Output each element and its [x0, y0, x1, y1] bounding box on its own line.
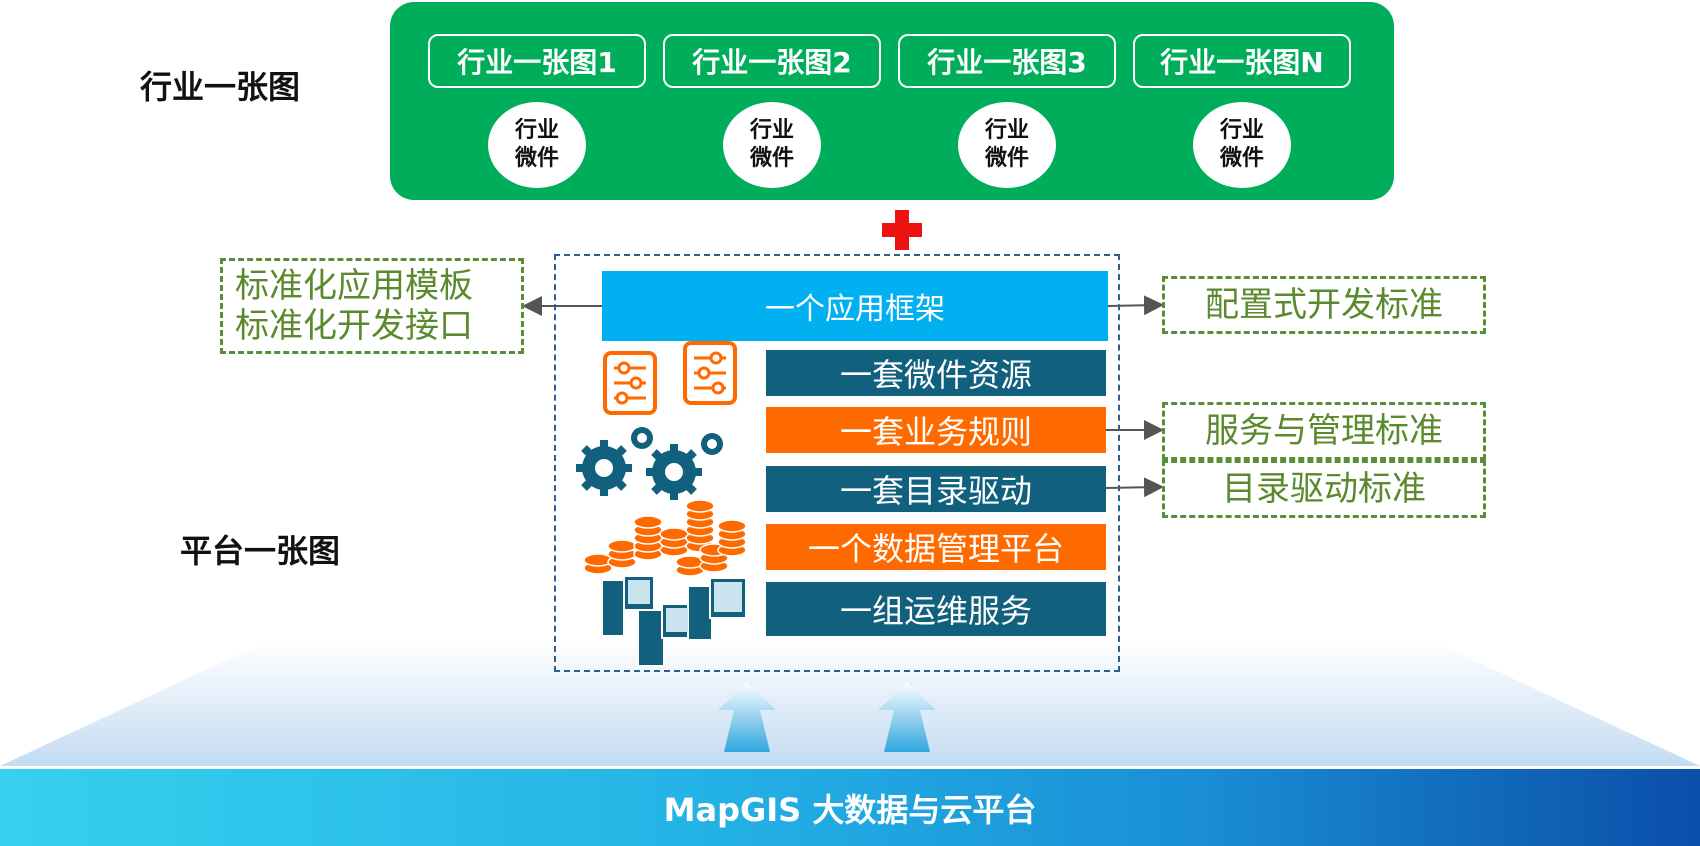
- industry-map-card-1: 行业一张图1: [428, 34, 646, 88]
- service-standard-text: 服务与管理标准: [1205, 411, 1443, 451]
- catalog-driver-text: 一套目录驱动: [839, 472, 1032, 510]
- industry-maps-panel: 行业一张图1 行业一张图2 行业一张图3 行业一张图N 行业 微件 行业 微件 …: [390, 2, 1394, 200]
- catalog-standard-text: 目录驱动标准: [1222, 469, 1426, 509]
- platform-map-label: 平台一张图: [180, 532, 341, 570]
- ops-services-bar: 一组运维服务: [766, 582, 1106, 636]
- platform-frame: [554, 254, 1120, 672]
- business-rules-bar: 一套业务规则: [766, 407, 1106, 453]
- data-platform-bar: 一个数据管理平台: [766, 524, 1106, 570]
- mapgis-cloud-platform-bar: MapGIS 大数据与云平台: [0, 766, 1700, 846]
- widget-resources-bar: 一套微件资源: [766, 350, 1106, 396]
- industry-widget-line1: 行业: [1219, 118, 1264, 143]
- coin-stack-icon: [584, 500, 747, 576]
- catalog-driver-bar: 一套目录驱动: [766, 466, 1106, 512]
- platform-base-glow: [0, 640, 1700, 766]
- industry-map-card-n: 行业一张图N: [1133, 34, 1351, 88]
- industry-widget-line1: 行业: [749, 118, 794, 143]
- config-standard-text: 配置式开发标准: [1205, 285, 1443, 325]
- industry-widget-3: 行业 微件: [958, 102, 1056, 188]
- industry-widget-line2: 微件: [1219, 146, 1264, 171]
- industry-map-label: 行业一张图: [140, 68, 301, 106]
- catalog-standard-box: 目录驱动标准: [1162, 460, 1486, 518]
- industry-widget-line2: 微件: [749, 146, 794, 171]
- industry-map-card-3: 行业一张图3: [898, 34, 1116, 88]
- service-standard-box: 服务与管理标准: [1162, 402, 1486, 460]
- widget-resources-text: 一套微件资源: [839, 356, 1032, 394]
- config-standard-box: 配置式开发标准: [1162, 276, 1486, 334]
- standard-template-text: 标准化应用模板: [235, 266, 473, 306]
- plus-icon: [882, 210, 922, 250]
- industry-map-card-2: 行业一张图2: [663, 34, 881, 88]
- industry-widget-1: 行业 微件: [488, 102, 586, 188]
- business-rules-text: 一套业务规则: [839, 413, 1032, 451]
- gears-icon: [576, 427, 723, 500]
- server-icon: [601, 575, 747, 667]
- industry-widget-line1: 行业: [984, 118, 1029, 143]
- standardization-box: 标准化应用模板 标准化开发接口: [220, 258, 524, 354]
- mapgis-cloud-platform-text: MapGIS 大数据与云平台: [663, 790, 1037, 829]
- industry-widget-n: 行业 微件: [1193, 102, 1291, 188]
- up-arrow-icon: [718, 682, 776, 752]
- standard-interface-text: 标准化开发接口: [235, 306, 473, 346]
- settings-sliders-icon: [683, 341, 737, 405]
- industry-widget-line1: 行业: [514, 118, 559, 143]
- industry-widget-line2: 微件: [514, 146, 559, 171]
- app-framework-bar: 一个应用框架: [602, 271, 1108, 341]
- settings-sliders-icon: [603, 351, 657, 415]
- up-arrow-icon: [878, 682, 936, 752]
- industry-widget-2: 行业 微件: [723, 102, 821, 188]
- app-framework-text: 一个应用框架: [765, 292, 945, 327]
- data-platform-text: 一个数据管理平台: [807, 530, 1064, 568]
- ops-services-text: 一组运维服务: [839, 592, 1032, 630]
- industry-widget-line2: 微件: [984, 146, 1029, 171]
